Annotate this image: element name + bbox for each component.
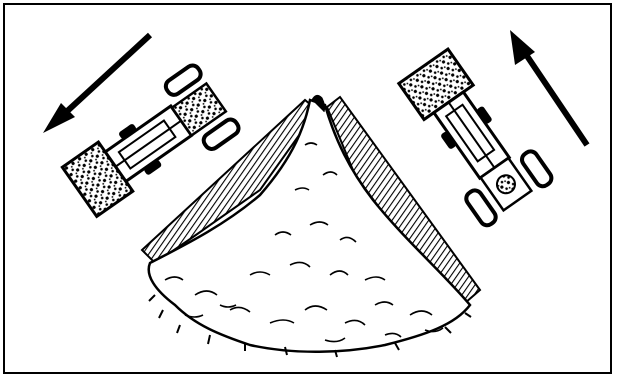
diagram-canvas (5, 5, 610, 372)
arrow-left (43, 35, 150, 133)
figure-frame (3, 3, 612, 374)
arrow-right (510, 30, 587, 145)
